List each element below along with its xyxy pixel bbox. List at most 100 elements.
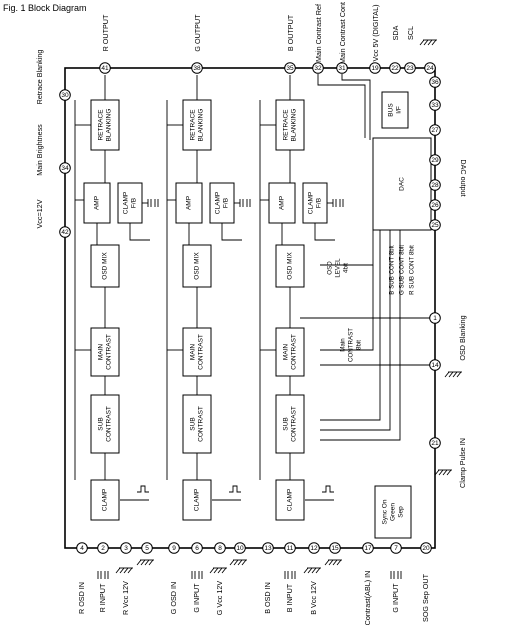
pin-20-number: 20 xyxy=(422,545,430,552)
pin-label-12: B Vcc 12V xyxy=(309,581,318,615)
pin-label-23: SCL xyxy=(406,26,415,40)
pin-10-number: 10 xyxy=(236,545,244,552)
r-sub-cont-bus xyxy=(320,230,381,421)
pin-9: 9 xyxy=(168,542,180,554)
pin-27: 27 xyxy=(429,124,441,136)
pin-22-number: 22 xyxy=(391,65,399,72)
b-clamp-block: CLAMP xyxy=(275,479,305,521)
pin-2: 2 xyxy=(97,542,109,554)
pin-3: 3 xyxy=(120,542,132,554)
b-sub-cont-bus xyxy=(320,230,401,441)
g-sub-cont-bus xyxy=(320,230,391,431)
pulse-symbol xyxy=(322,485,334,493)
pin-10: 10 xyxy=(234,542,246,554)
pin-20: 20 xyxy=(420,542,432,554)
g-main-contrast-block-label: CONTRAST xyxy=(198,334,205,370)
pin-13-number: 13 xyxy=(264,545,272,552)
pin-34: 34 xyxy=(59,162,71,174)
g-main-contrast-block-label: MAIN xyxy=(190,344,197,361)
b-fb-wire xyxy=(314,223,335,241)
pin-12: 12 xyxy=(308,542,320,554)
pin-41-number: 41 xyxy=(101,65,109,72)
chip-outline xyxy=(64,67,436,549)
pin-label-1: OSD Blanking xyxy=(458,315,467,360)
r-sub-contrast-block-label: SUB xyxy=(98,417,105,430)
pin-label-32: Main Contrast Ref xyxy=(314,4,323,62)
g-sub-contrast-block-label: SUB xyxy=(190,417,197,430)
r-main-contrast-block-label: MAIN xyxy=(98,344,105,361)
pin-35: 35 xyxy=(284,62,296,74)
pin-5-number: 5 xyxy=(145,545,149,552)
contrast-cont-wire xyxy=(341,74,371,140)
ground-symbol xyxy=(115,567,133,574)
pin-label-2: R INPUT xyxy=(98,583,107,612)
ground-symbol xyxy=(324,559,342,566)
pin-8: 8 xyxy=(214,542,226,554)
dac-block-label: DAC xyxy=(399,177,406,191)
pin-21-number: 21 xyxy=(431,440,439,447)
pin-33-number: 33 xyxy=(431,102,439,109)
r-osd-mix-block: OSD MIX xyxy=(90,244,120,288)
main-contrast-bus xyxy=(320,265,374,351)
pin-31-number: 31 xyxy=(338,65,346,72)
pin-21: 21 xyxy=(429,437,441,449)
pin-30: 30 xyxy=(59,89,71,101)
ground-symbol xyxy=(229,559,247,566)
r-osd-mix-block-label: OSD MIX xyxy=(102,252,109,280)
pin-26: 26 xyxy=(429,199,441,211)
b-amp-block: AMP xyxy=(268,182,296,224)
pin-6-number: 6 xyxy=(195,545,199,552)
pin-42-number: 42 xyxy=(61,229,69,236)
pin-2-number: 2 xyxy=(101,545,105,552)
pin-7: 7 xyxy=(390,542,402,554)
b-main-contrast-block-label: CONTRAST xyxy=(291,334,298,370)
pin-label-34: Main Brightness xyxy=(35,124,44,176)
b-sub-contrast-block-label: CONTRAST xyxy=(291,406,298,442)
pin-4: 4 xyxy=(76,542,88,554)
ground-symbol xyxy=(303,567,321,574)
pin-23-number: 23 xyxy=(406,65,414,72)
pin-36-number: 36 xyxy=(431,79,439,86)
pin-label-31: Main Contrast Cont xyxy=(338,2,347,64)
pin-label-20: SOG Sep OUT xyxy=(421,573,430,622)
r-amp-block: AMP xyxy=(83,182,111,224)
ground-symbol xyxy=(209,567,227,574)
pin-label-4: R OSD IN xyxy=(77,582,86,614)
pin-6: 6 xyxy=(191,542,203,554)
ground-symbol xyxy=(444,371,462,378)
pin-8-number: 8 xyxy=(218,545,222,552)
g-clamp-block: CLAMP xyxy=(182,479,212,521)
r-clamp-block: CLAMP xyxy=(90,479,120,521)
r-main-contrast-block-label: CONTRAST xyxy=(106,334,113,370)
b-retrace-blanking-block-label: RETRACE xyxy=(283,109,290,141)
b-clamp-fb-block-label: F/B xyxy=(316,198,323,208)
pin-41: 41 xyxy=(99,62,111,74)
sub-cont-annotation: R SUB CONT 8bit xyxy=(409,245,416,295)
pin-24-number: 24 xyxy=(426,65,434,72)
pin-22: 22 xyxy=(389,62,401,74)
pin-label-30: Retrace Blanking xyxy=(35,50,44,105)
pin-31: 31 xyxy=(336,62,348,74)
sync-on-green-sep-block-label: Green xyxy=(390,503,397,521)
sync-on-green-sep-block-label: Sep xyxy=(398,506,405,518)
r-clamp-block-label: CLAMP xyxy=(102,489,109,511)
osd-level-annotation: 4bit xyxy=(343,263,350,273)
sync-on-green-sep-block-label: Sync On xyxy=(382,499,389,524)
ground-symbol xyxy=(419,39,437,46)
g-clamp-fb-block-label: F/B xyxy=(223,198,230,208)
dac-block: DAC xyxy=(372,137,432,231)
pin-29-number: 29 xyxy=(431,157,439,164)
pin-28-number: 28 xyxy=(431,182,439,189)
r-amp-block-label: AMP xyxy=(94,196,101,210)
b-retrace-blanking-block-label: BLANKING xyxy=(291,109,298,142)
pin-label-38: G OUTPUT xyxy=(193,14,202,52)
